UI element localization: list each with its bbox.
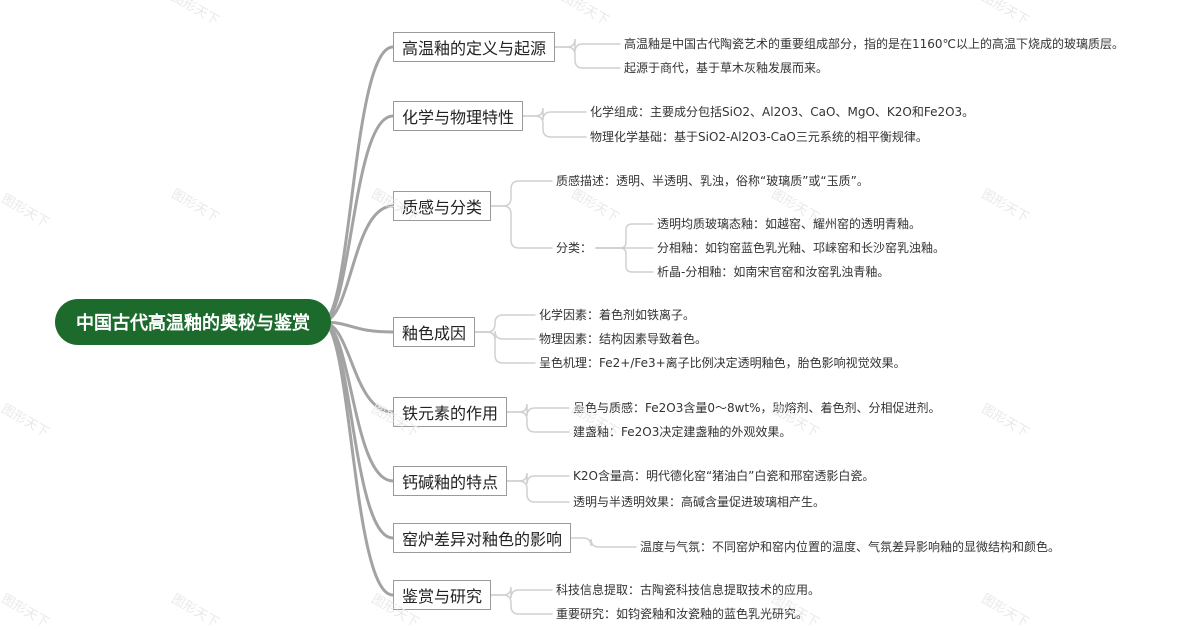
sub-branch-line — [522, 115, 587, 138]
leaf-subitem[interactable]: 透明均质玻璃态釉：如越窑、耀州窑的透明青釉。 — [657, 217, 922, 231]
sub-branch-line — [506, 472, 570, 485]
leaf-subitem[interactable]: 析晶-分相釉：如南宋官窑和汝窑乳浊青釉。 — [657, 265, 890, 279]
sub-branch-line — [554, 38, 621, 53]
leaf-item[interactable]: 呈色机理：Fe2+/Fe3+离子比例决定透明釉色，胎色影响视觉效果。 — [539, 356, 906, 370]
sub-branch-line — [474, 314, 536, 333]
sub-branch-line — [506, 411, 570, 433]
topic-node[interactable]: 质感与分类 — [393, 191, 492, 221]
main-branch-line — [320, 45, 395, 324]
leaf-item[interactable]: 透明与半透明效果：高碱含量促进玻璃相产生。 — [573, 495, 826, 509]
sub-branch-line — [490, 180, 553, 207]
leaf-item[interactable]: 物理化学基础：基于SiO2-Al2O3-CaO三元系统的相平衡规律。 — [590, 130, 928, 144]
main-branch-line — [320, 114, 395, 324]
sub-branch-line — [554, 46, 621, 69]
leaf-item[interactable]: 科技信息提取：古陶瓷科技信息提取技术的应用。 — [556, 583, 821, 597]
topic-node[interactable]: 化学与物理特性 — [393, 101, 524, 131]
leaf-item[interactable]: 起源于商代，基于草木灰釉发展而来。 — [624, 61, 829, 75]
sub-branch-line — [474, 331, 536, 364]
leaf-item[interactable]: 化学因素：着色剂如铁离子。 — [539, 308, 696, 322]
sub-branch-line — [522, 107, 587, 121]
sub-branch-line — [490, 205, 553, 249]
sub-branch-line — [506, 480, 570, 503]
leaf-item[interactable]: 化学组成：主要成分包括SiO2、Al2O3、CaO、MgO、K2O和Fe2O3。 — [590, 105, 975, 119]
main-branch-line — [320, 204, 395, 324]
sub-branch-line — [595, 223, 654, 249]
sub-branch-line — [570, 537, 637, 548]
leaf-item[interactable]: K2O含量高：明代德化窑“猪油白”白瓷和邢窑透影白瓷。 — [573, 469, 875, 483]
leaf-item[interactable]: 温度与气氛：不同窑炉和窑内位置的温度、气氛差异影响釉的显微结构和颜色。 — [640, 540, 1061, 554]
main-branch-line — [320, 320, 395, 540]
leaf-item[interactable]: 高温釉是中国古代陶瓷艺术的重要组成部分，指的是在1160℃以上的高温下烧成的玻璃… — [624, 37, 1125, 51]
sub-branch-line — [490, 586, 553, 599]
leaf-item[interactable]: 呈色与质感：Fe2O3含量0～8wt%，助熔剂、着色剂、分相促进剂。 — [573, 401, 941, 415]
leaf-subitem[interactable]: 分相釉：如钧窑蓝色乳光釉、邛崃窑和长沙窑乳浊釉。 — [657, 241, 946, 255]
topic-node[interactable]: 铁元素的作用 — [393, 397, 508, 427]
main-branch-line — [320, 320, 395, 597]
leaf-item[interactable]: 物理因素：结构因素导致着色。 — [539, 332, 708, 346]
topic-node[interactable]: 高温釉的定义与起源 — [393, 32, 556, 62]
topic-node[interactable]: 钙碱釉的特点 — [393, 466, 508, 496]
sub-branch-line — [490, 594, 553, 615]
topic-node[interactable]: 釉色成因 — [393, 317, 476, 347]
root-topic[interactable]: 中国古代高温釉的奥秘与鉴赏 — [55, 299, 331, 345]
sub-branch-line — [506, 403, 570, 417]
leaf-item[interactable]: 重要研究：如钧瓷釉和汝瓷釉的蓝色乳光研究。 — [556, 607, 809, 621]
leaf-item[interactable]: 质感描述：透明、半透明、乳浊，俗称“玻璃质”或“玉质”。 — [556, 174, 869, 188]
leaf-item[interactable]: 分类： — [556, 241, 593, 255]
topic-node[interactable]: 窑炉差异对釉色的影响 — [393, 523, 572, 553]
leaf-item[interactable]: 建盏釉：Fe2O3决定建盏釉的外观效果。 — [573, 425, 792, 439]
sub-branch-line — [595, 247, 654, 273]
topic-node[interactable]: 鉴赏与研究 — [393, 580, 492, 610]
